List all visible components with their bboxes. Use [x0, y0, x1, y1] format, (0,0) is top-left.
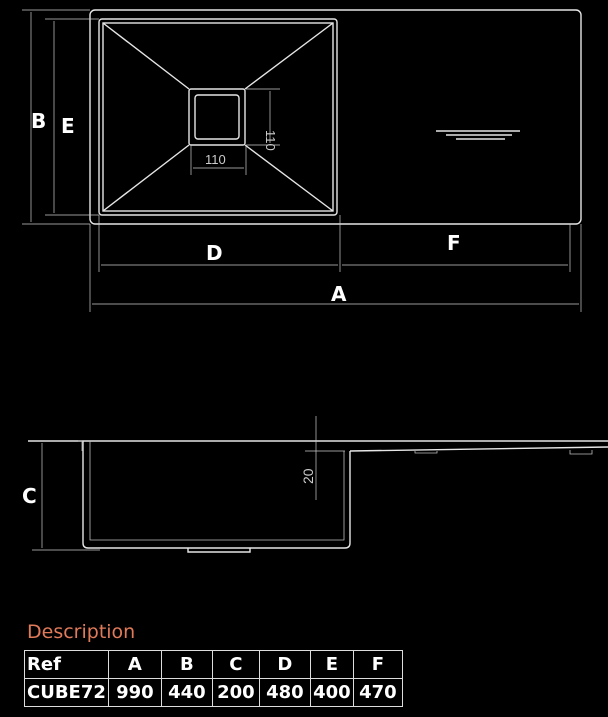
table-header: B: [160, 650, 213, 679]
table-header: E: [309, 650, 354, 679]
table-cell: 470: [352, 678, 403, 707]
dimension-lines: [22, 9, 582, 312]
label-f: F: [447, 231, 461, 255]
label-b: B: [31, 109, 46, 133]
label-e: E: [61, 114, 75, 138]
table-cell: 200: [211, 678, 260, 707]
table-row: CUBE72 990 440 200 480 400 470: [24, 678, 403, 707]
table-header: Ref: [24, 650, 109, 679]
table-header: F: [352, 650, 403, 679]
bowl-inner: [102, 22, 334, 212]
drainer-groove: [436, 130, 520, 140]
label-d: D: [206, 241, 223, 265]
table-header: A: [107, 650, 162, 679]
bowl-profile: [82, 441, 351, 549]
table-cell: CUBE72: [24, 678, 109, 707]
bowl-slope-lines: [102, 22, 334, 212]
table-cell: 990: [107, 678, 162, 707]
rim-height-label: 20: [300, 468, 316, 484]
side-dimension-lines: [32, 416, 345, 551]
description-title: Description: [27, 621, 136, 643]
drain-outer: [188, 88, 246, 146]
table-header: D: [258, 650, 311, 679]
table-cell: 440: [160, 678, 213, 707]
table-cell: 400: [309, 678, 354, 707]
table-cell: 480: [258, 678, 311, 707]
dimensions-table: Ref A B C D E F CUBE72 990 440 200 480 4…: [24, 650, 403, 707]
side-view: C 20: [22, 416, 608, 553]
table-header: C: [211, 650, 260, 679]
label-c: C: [22, 484, 37, 508]
drain-height-label: 110: [263, 130, 278, 151]
top-view: B E D F A 110 110: [22, 9, 582, 312]
drain-inner: [194, 94, 240, 140]
label-a: A: [331, 282, 347, 306]
drain-width-label: 110: [205, 152, 226, 167]
sink-outline: [89, 9, 582, 225]
bowl-outer: [98, 18, 338, 216]
table-header-row: Ref A B C D E F: [24, 650, 403, 679]
